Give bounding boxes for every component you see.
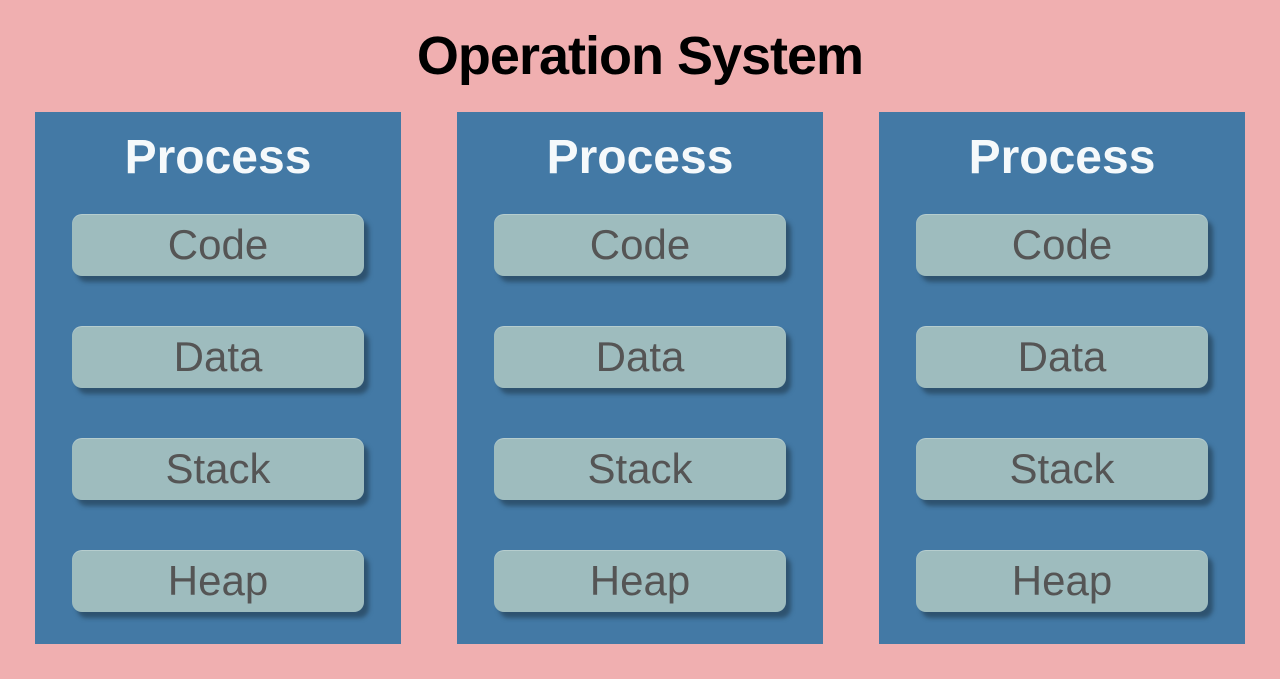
segment-code: Code — [916, 214, 1208, 276]
process-columns: Process Code Data Stack Heap Process Cod… — [0, 112, 1280, 644]
segment-heap: Heap — [72, 550, 364, 612]
process-box: Process Code Data Stack Heap — [457, 112, 823, 644]
segment-stack: Stack — [916, 438, 1208, 500]
process-box-title: Process — [968, 131, 1156, 184]
segment-data: Data — [916, 326, 1208, 388]
segment-heap: Heap — [916, 550, 1208, 612]
segment-stack: Stack — [494, 438, 786, 500]
segment-code: Code — [72, 214, 364, 276]
process-box: Process Code Data Stack Heap — [35, 112, 401, 644]
segment-heap: Heap — [494, 550, 786, 612]
process-box-title: Process — [546, 131, 734, 184]
segment-list: Code Data Stack Heap — [72, 214, 364, 612]
segment-stack: Stack — [72, 438, 364, 500]
segment-list: Code Data Stack Heap — [494, 214, 786, 612]
segment-data: Data — [72, 326, 364, 388]
process-box-title: Process — [124, 131, 312, 184]
segment-code: Code — [494, 214, 786, 276]
diagram-title: Operation System — [416, 26, 864, 86]
process-box: Process Code Data Stack Heap — [879, 112, 1245, 644]
segment-list: Code Data Stack Heap — [916, 214, 1208, 612]
segment-data: Data — [494, 326, 786, 388]
